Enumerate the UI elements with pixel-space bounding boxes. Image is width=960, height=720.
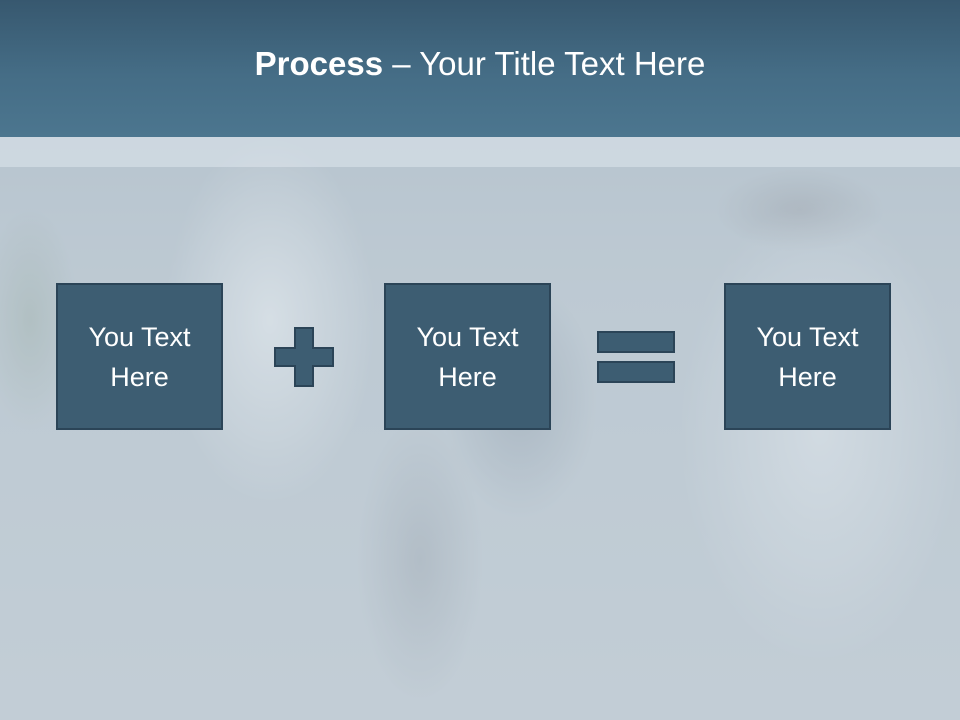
plus-icon [274,327,334,387]
process-box-3-line1: You Text [756,321,859,352]
title-rest-text: – Your Title Text Here [383,44,706,82]
process-box-1-line2: Here [110,361,169,392]
equals-icon [597,331,675,383]
process-box-3: You Text Here [724,283,891,430]
process-box-2-line1: You Text [416,321,519,352]
title-bar-strip [0,137,960,167]
process-box-2: You Text Here [384,283,551,430]
title-bold-text: Process [254,44,384,82]
process-box-2-line2: Here [438,361,497,392]
process-box-1-line1: You Text [88,321,191,352]
process-box-3-line2: Here [778,361,837,392]
title-bar: Process – Your Title Text Here [0,0,960,137]
process-box-1: You Text Here [56,283,223,430]
slide-title: Process – Your Title Text Here [255,45,706,83]
